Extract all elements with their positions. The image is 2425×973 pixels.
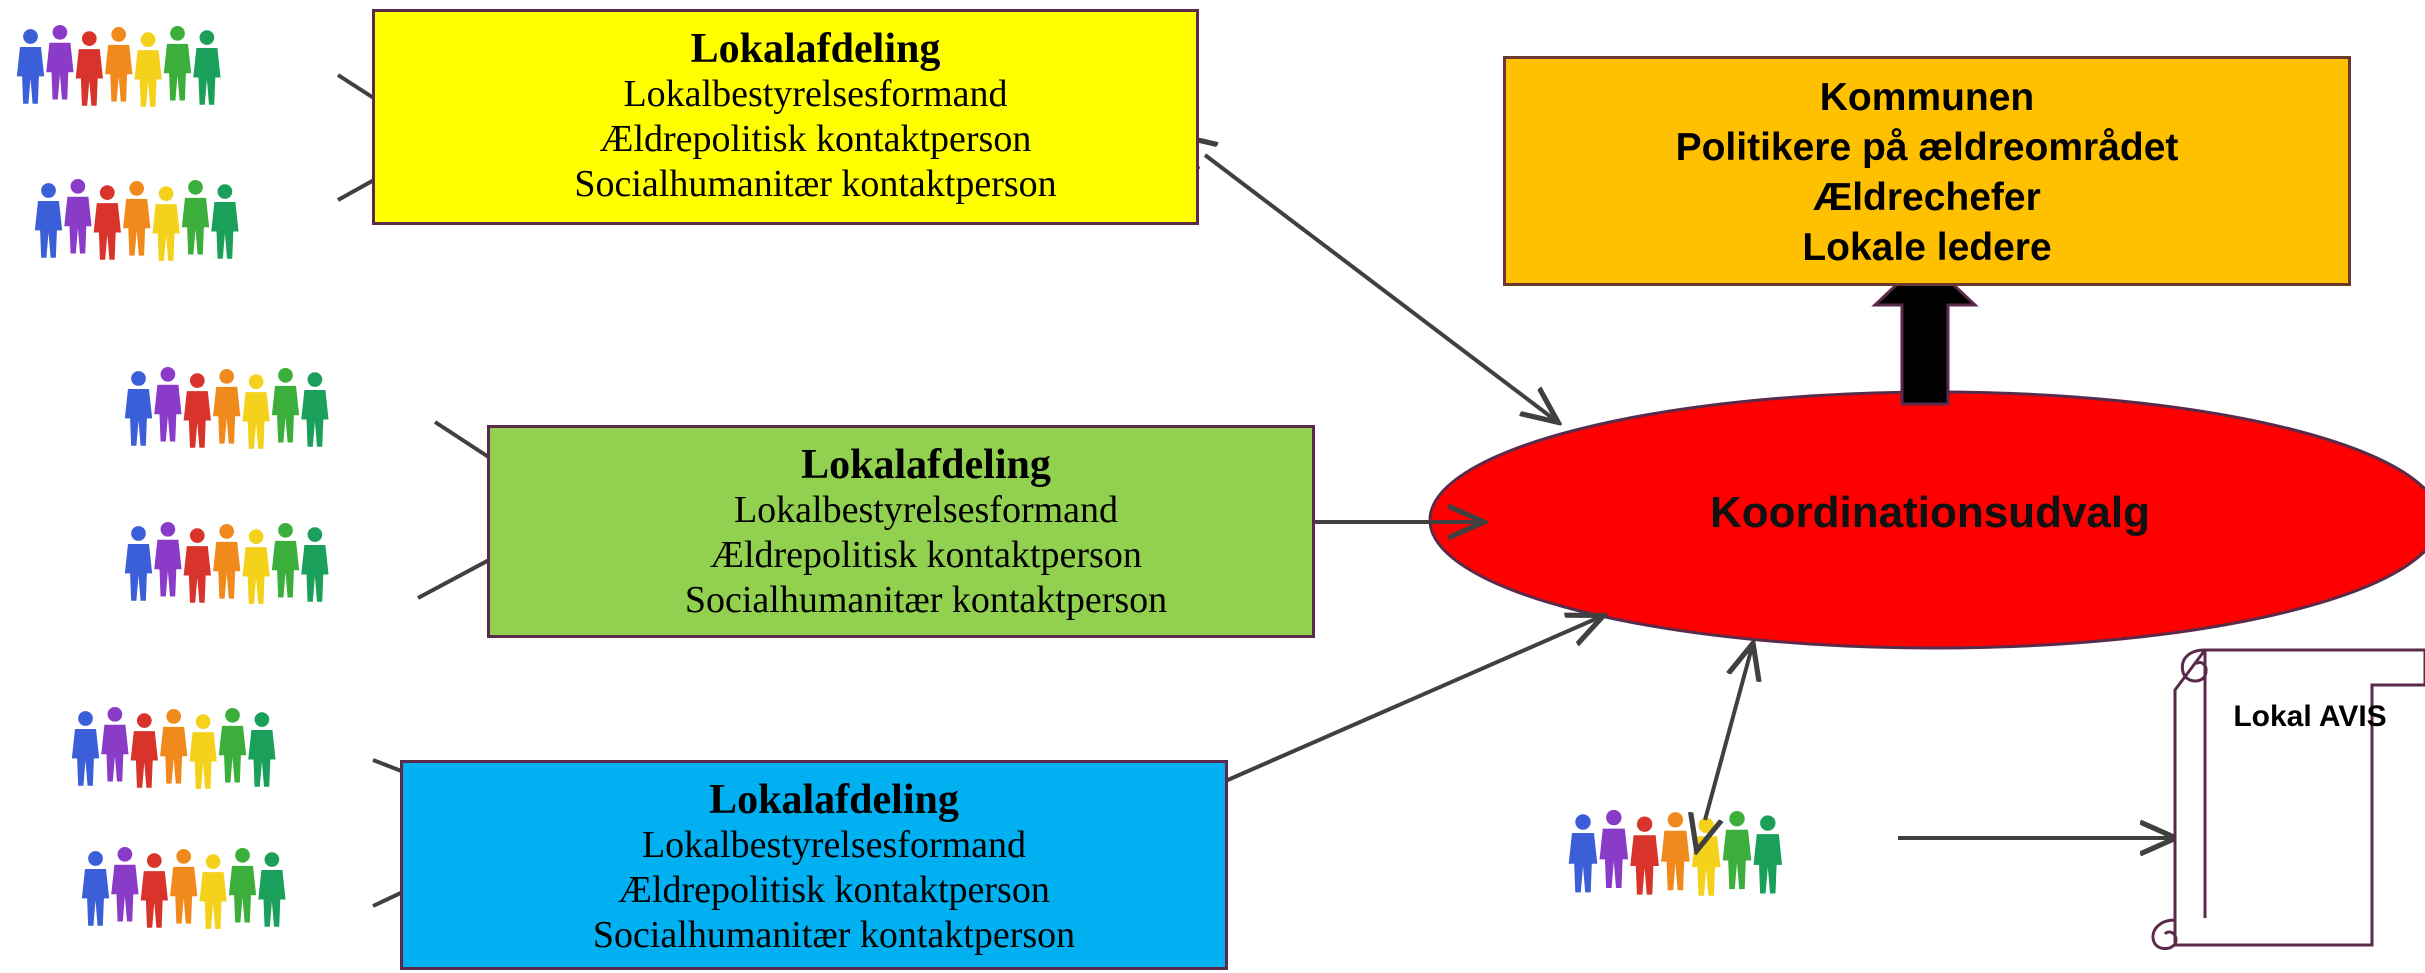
arrow-people-ellipse: [1705, 647, 1752, 820]
kommune-line: Politikere på ældreområdet: [1675, 126, 2179, 169]
box-line: Lokalbestyrelsesformand: [623, 73, 1008, 115]
people-group-icon: [81, 846, 286, 929]
lokal-avis-label: Lokal AVIS: [2233, 700, 2387, 733]
box-line: Socialhumanitær kontaktperson: [574, 163, 1057, 205]
box-line: Lokalbestyrelsesformand: [733, 489, 1119, 531]
box-line: Ældrepolitisk kontaktperson: [710, 534, 1142, 576]
box-line: Ældrepolitisk kontaktperson: [599, 118, 1032, 160]
box-line: Socialhumanitær kontaktperson: [684, 579, 1168, 621]
box-title: Lokalafdeling: [801, 442, 1051, 488]
koordinationsudvalg-label: Koordinationsudvalg: [1710, 488, 2150, 537]
box-line: Socialhumanitær kontaktperson: [592, 914, 1076, 956]
kommune-line: Lokale ledere: [1802, 226, 2052, 269]
box-title: Lokalafdeling: [709, 777, 959, 823]
kommunen-box: Kommunen Politikere på ældreområdet Ældr…: [1503, 56, 2351, 286]
people-group-icon: [1568, 809, 1783, 896]
people-group-icon: [124, 366, 329, 449]
arrow-yellow-ellipse: [1205, 155, 1555, 420]
box-title: Lokalafdeling: [690, 26, 941, 72]
people-group-icon: [71, 706, 276, 789]
people-group-icon: [34, 178, 239, 261]
box-line: Lokalbestyrelsesformand: [641, 824, 1027, 866]
scroll-icon: [2151, 648, 2425, 950]
lokalafdeling-box-green: Lokalafdeling Lokalbestyrelsesformand Æl…: [487, 425, 1315, 638]
arrow-blue-ellipse: [1198, 617, 1600, 793]
people-group-icon: [16, 24, 221, 107]
people-group-icon: [124, 521, 329, 604]
lokalafdeling-box-blue: Lokalafdeling Lokalbestyrelsesformand Æl…: [400, 760, 1228, 970]
box-line: Ældrepolitisk kontaktperson: [618, 869, 1050, 911]
kommune-line: Ældrechefer: [1813, 176, 2041, 219]
kommune-line: Kommunen: [1819, 76, 2035, 119]
lokalafdeling-box-yellow: Lokalafdeling Lokalbestyrelsesformand Æl…: [372, 9, 1199, 225]
